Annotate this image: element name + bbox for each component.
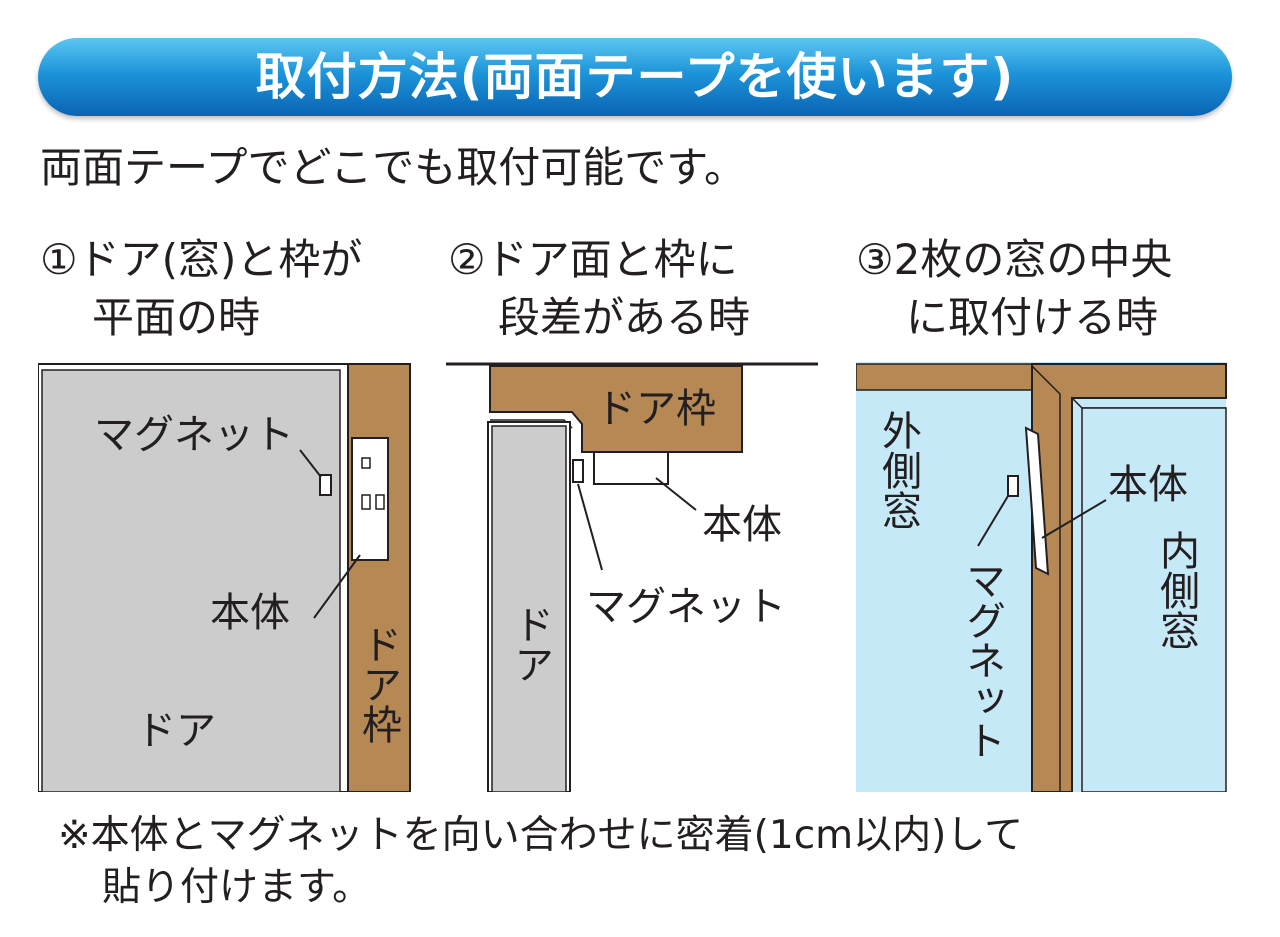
case1-title-line1: ①ドア(窓)と枠が	[40, 235, 363, 284]
diagram-two-windows: 外側窓 マグネット 本体 内側窓	[856, 362, 1227, 792]
case2-title-line1: ②ドア面と枠に	[448, 235, 738, 284]
label-body: 本体	[702, 502, 782, 548]
intro-text: 両面テープでどこでも取付可能です。	[40, 143, 747, 192]
magnet-leader-line	[977, 495, 1009, 547]
inner-window-glass	[1081, 407, 1227, 792]
label-inner-window: 内側窓	[1153, 530, 1200, 650]
footnote-line2: 貼り付けます。	[102, 865, 372, 910]
header-banner: 取付方法(両面テープを使います)	[38, 38, 1232, 116]
case2-title-line2: 段差がある時	[498, 293, 751, 342]
label-magnet: マグネット	[94, 412, 294, 458]
label-door-frame: ドア枠	[355, 624, 401, 744]
door-panel	[41, 369, 341, 792]
door-panel	[491, 425, 567, 792]
footnote: ※本体とマグネットを向い合わせに密着(1cm以内)して 貼り付けます。	[58, 810, 1023, 914]
label-door: ドア	[507, 604, 553, 684]
label-body: 本体	[210, 590, 290, 636]
magnet	[1007, 475, 1019, 497]
magnet	[319, 474, 332, 496]
sensor-window-icon	[361, 494, 371, 510]
magnet	[572, 459, 584, 483]
diagram-flat-door: マグネット 本体 ドア ドア枠	[38, 363, 411, 792]
sensor-window-icon	[361, 457, 371, 469]
door-frame	[489, 365, 743, 453]
label-magnet: マグネット	[959, 560, 1005, 760]
magnet-leader-line	[577, 483, 603, 571]
label-magnet: マグネット	[586, 584, 786, 630]
footnote-line1: ※本体とマグネットを向い合わせに密着(1cm以内)して	[58, 813, 1024, 858]
outer-window-frame	[856, 363, 1033, 391]
door-frame	[347, 363, 411, 792]
frame-edge	[1031, 365, 1061, 792]
case3-title-line2: に取付ける時	[906, 293, 1159, 342]
label-body: 本体	[1108, 462, 1188, 508]
sensor-window-icon	[375, 494, 385, 510]
body-leader-line	[313, 554, 361, 619]
magnet-leader-line	[299, 449, 322, 478]
label-door-frame: ドア枠	[596, 386, 716, 432]
label-door: ドア	[136, 708, 216, 754]
label-outer-window: 外側窓	[875, 410, 922, 530]
page-title: 取付方法(両面テープを使います)	[255, 48, 1015, 106]
case3-title-line1: ③2枚の窓の中央	[856, 235, 1173, 284]
diagram-stepped-door: ドア枠 本体 マグネット ドア	[446, 362, 818, 792]
body-leader-line	[1041, 499, 1107, 539]
case1-title-line2: 平面の時	[92, 293, 261, 342]
body-leader-line	[655, 477, 697, 511]
